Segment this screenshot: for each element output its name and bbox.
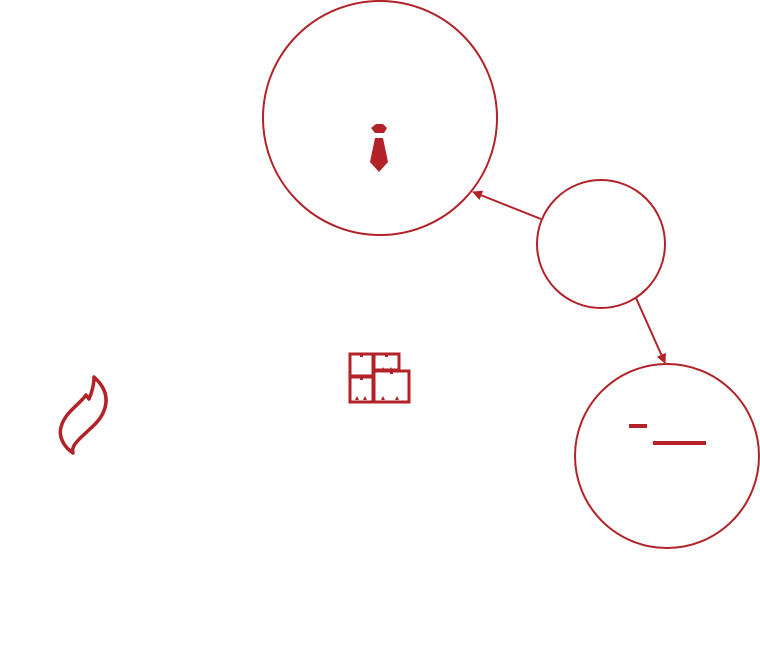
edge-source-to-dash: [635, 297, 666, 364]
boxes-icon: [348, 352, 411, 404]
source-node[interactable]: [536, 179, 666, 309]
dash-node[interactable]: [574, 363, 760, 549]
flame-icon: [58, 375, 108, 455]
dashes-icon: [629, 424, 706, 445]
tie-node[interactable]: [262, 0, 498, 236]
edge-source-to-tie: [472, 190, 542, 220]
necktie-icon: [370, 124, 388, 172]
